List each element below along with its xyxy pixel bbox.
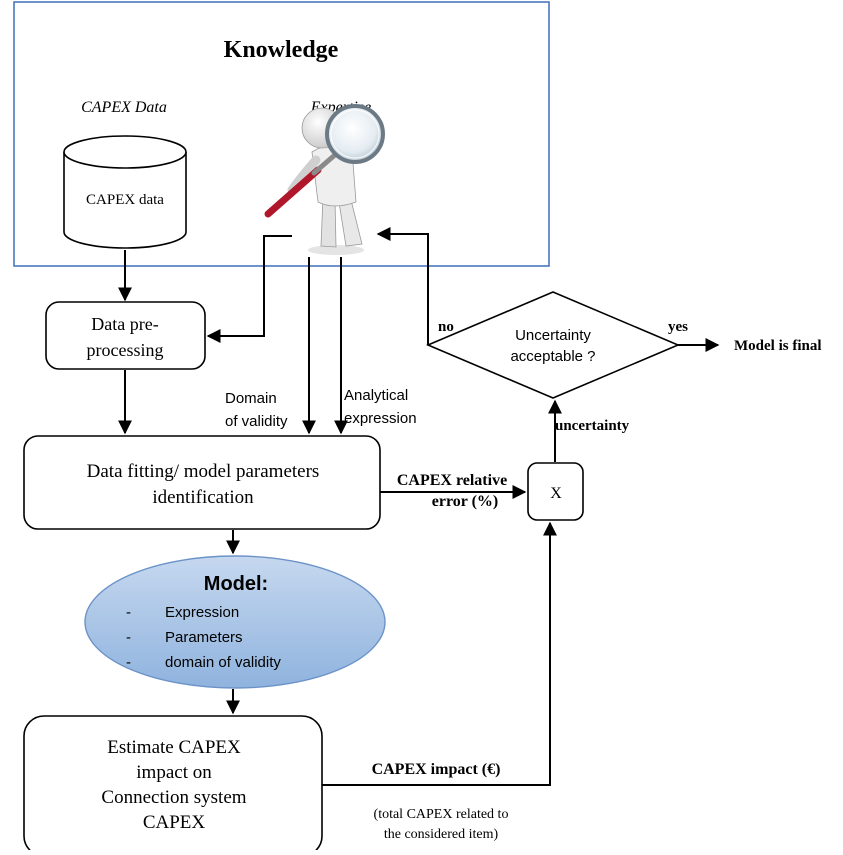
- analytical-label-line1: Analytical: [344, 387, 408, 404]
- multiply-label: X: [550, 485, 562, 502]
- model-item-domain: domain of validity: [165, 654, 281, 671]
- estimate-line1: Estimate CAPEX: [107, 737, 241, 758]
- impact-note-line2: the considered item): [384, 827, 499, 842]
- preprocessing-line1: Data pre-: [91, 314, 158, 334]
- database-label: CAPEX data: [86, 192, 164, 208]
- database-cylinder-icon: [63, 135, 187, 249]
- model-bullet-1: -: [126, 604, 131, 621]
- model-title: Model:: [204, 573, 268, 595]
- relative-error-line1: CAPEX relative: [397, 472, 507, 489]
- fitting-line2: identification: [152, 487, 254, 508]
- estimate-line3: Connection system: [101, 787, 246, 808]
- preprocessing-box: [45, 301, 206, 370]
- model-item-parameters: Parameters: [165, 629, 243, 646]
- estimate-line2: impact on: [136, 762, 212, 783]
- decision-no-label: no: [438, 319, 454, 335]
- domain-label-line2: of validity: [225, 413, 288, 430]
- relative-error-line2: error (%): [432, 493, 498, 510]
- impact-label: CAPEX impact (€): [372, 761, 501, 778]
- decision-diamond: [425, 291, 681, 399]
- arrow-expertise-to-preprocessing: [206, 235, 292, 343]
- model-bullet-2: -: [126, 629, 131, 646]
- impact-note-line1: (total CAPEX related to: [374, 807, 509, 822]
- estimate-line4: CAPEX: [143, 812, 206, 833]
- decision-line1: Uncertainty: [515, 327, 591, 344]
- capex-data-caption: CAPEX Data: [81, 99, 167, 116]
- analytical-label-line2: expression: [344, 410, 417, 427]
- arrow-estimate-to-multiply: [322, 521, 557, 786]
- knowledge-box: [13, 1, 550, 267]
- uncertainty-label: uncertainty: [555, 418, 630, 434]
- knowledge-title: Knowledge: [224, 37, 339, 63]
- model-bullet-3: -: [126, 654, 131, 671]
- magnifier-person-icon: [264, 104, 385, 255]
- decision-yes-label: yes: [668, 319, 688, 335]
- fitting-line1: Data fitting/ model parameters: [87, 461, 320, 482]
- final-label: Model is final: [734, 338, 822, 354]
- fitting-box: [23, 435, 381, 530]
- model-ellipse: [84, 555, 386, 689]
- preprocessing-line2: processing: [87, 340, 164, 360]
- connectors: [118, 227, 720, 786]
- decision-line2: acceptable ?: [510, 348, 595, 365]
- domain-label-line1: Domain: [225, 390, 277, 407]
- arrow-decision-no-to-expertise: [376, 227, 429, 345]
- model-item-expression: Expression: [165, 604, 239, 621]
- multiply-box: [527, 462, 584, 521]
